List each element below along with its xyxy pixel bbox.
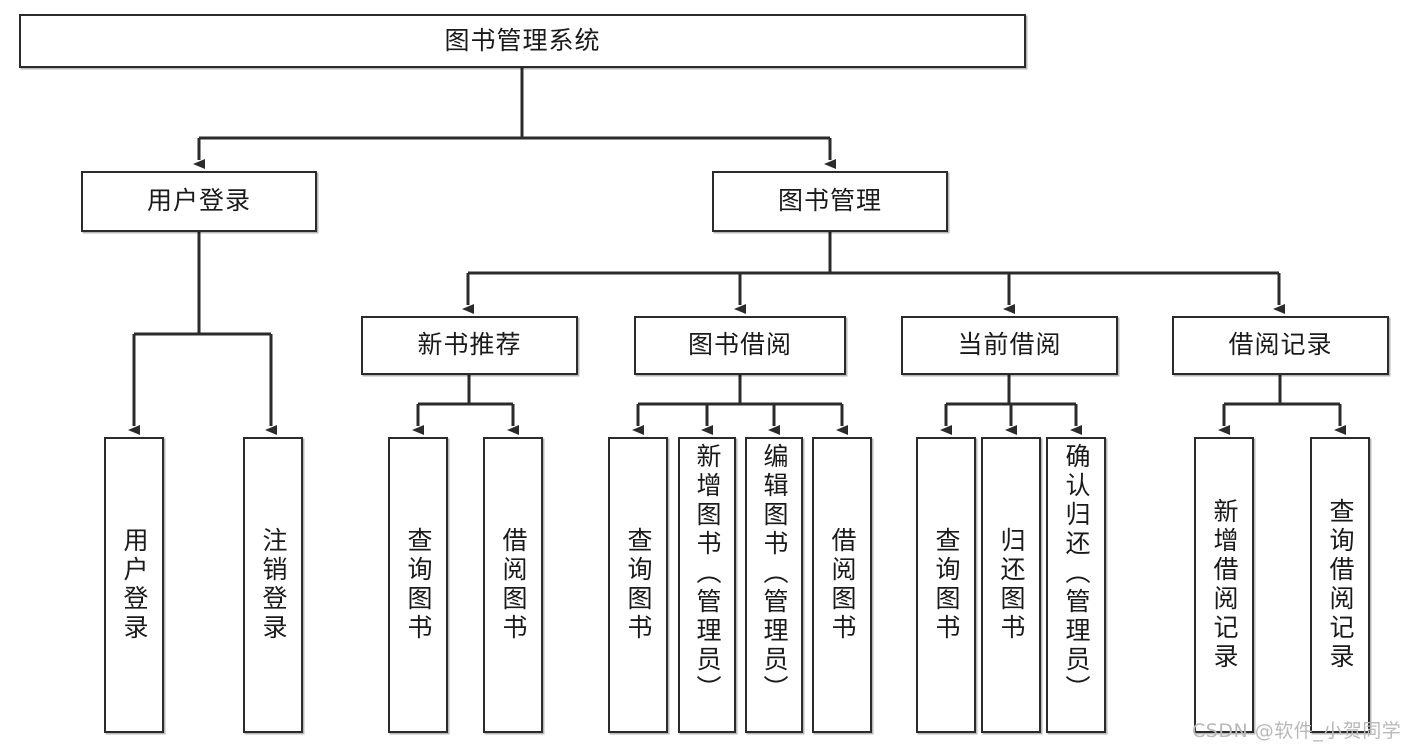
- node-user-login-label: 用户登录: [146, 186, 251, 216]
- node-new-book-recommend-label: 新书推荐: [417, 330, 522, 360]
- node-leaf-add-book-admin-label: 新增图书（管理员）: [693, 443, 722, 704]
- node-leaf-query-book-2[interactable]: 查询图书: [608, 437, 668, 733]
- node-book-manage[interactable]: 图书管理: [712, 171, 948, 232]
- node-borrow-record-label: 借阅记录: [1228, 330, 1333, 360]
- node-root[interactable]: 图书管理系统: [19, 14, 1026, 68]
- node-leaf-query-borrow-record-label: 查询借阅记录: [1326, 498, 1355, 672]
- node-leaf-edit-book-admin[interactable]: 编辑图书（管理员）: [745, 437, 803, 733]
- node-borrow-record[interactable]: 借阅记录: [1172, 316, 1389, 375]
- node-leaf-user-login[interactable]: 用户登录: [104, 437, 164, 733]
- node-current-borrow[interactable]: 当前借阅: [901, 316, 1118, 375]
- node-leaf-borrow-book-2-label: 借阅图书: [828, 527, 857, 643]
- node-leaf-query-book-1[interactable]: 查询图书: [388, 437, 448, 733]
- node-book-borrow-label: 图书借阅: [687, 330, 792, 360]
- node-book-borrow[interactable]: 图书借阅: [634, 316, 846, 375]
- node-leaf-edit-book-admin-label: 编辑图书（管理员）: [760, 443, 789, 704]
- node-leaf-borrow-book-2[interactable]: 借阅图书: [812, 437, 872, 733]
- node-leaf-query-book-1-label: 查询图书: [404, 527, 433, 643]
- node-leaf-confirm-return-admin[interactable]: 确认归还（管理员）: [1046, 437, 1106, 733]
- node-leaf-user-logout-label: 注销登录: [259, 527, 288, 643]
- node-leaf-return-book[interactable]: 归还图书: [981, 437, 1041, 733]
- node-leaf-query-borrow-record[interactable]: 查询借阅记录: [1310, 437, 1370, 733]
- node-leaf-return-book-label: 归还图书: [997, 527, 1026, 643]
- csdn-watermark-text: CSDN @软件_小贺同学: [1192, 720, 1402, 742]
- node-leaf-add-book-admin[interactable]: 新增图书（管理员）: [678, 437, 736, 733]
- node-leaf-query-book-3[interactable]: 查询图书: [916, 437, 976, 733]
- node-leaf-query-book-3-label: 查询图书: [932, 527, 961, 643]
- node-leaf-confirm-return-admin-label: 确认归还（管理员）: [1062, 443, 1091, 704]
- node-user-login[interactable]: 用户登录: [81, 171, 317, 232]
- node-current-borrow-label: 当前借阅: [957, 330, 1062, 360]
- node-leaf-add-borrow-record[interactable]: 新增借阅记录: [1194, 437, 1254, 733]
- node-leaf-user-logout[interactable]: 注销登录: [243, 437, 303, 733]
- node-leaf-add-borrow-record-label: 新增借阅记录: [1210, 498, 1239, 672]
- node-leaf-borrow-book-1[interactable]: 借阅图书: [483, 437, 543, 733]
- node-leaf-user-login-label: 用户登录: [120, 527, 149, 643]
- node-leaf-borrow-book-1-label: 借阅图书: [499, 527, 528, 643]
- node-leaf-query-book-2-label: 查询图书: [624, 527, 653, 643]
- node-new-book-recommend[interactable]: 新书推荐: [361, 316, 578, 375]
- csdn-watermark: CSDN @软件_小贺同学: [1192, 716, 1401, 743]
- node-book-manage-label: 图书管理: [777, 186, 882, 216]
- node-root-label: 图书管理系统: [444, 25, 601, 55]
